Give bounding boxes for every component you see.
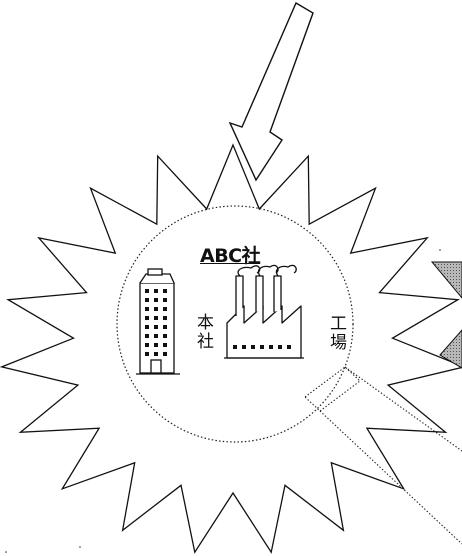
scan-dot	[439, 249, 441, 251]
building-window	[163, 316, 167, 320]
building-window	[145, 298, 149, 302]
factory-window	[269, 345, 273, 349]
building-window	[145, 316, 149, 320]
building-window	[163, 298, 167, 302]
zoom-callout	[304, 366, 462, 545]
building-window	[163, 325, 167, 329]
factory-window	[278, 345, 282, 349]
scan-dot	[79, 546, 81, 548]
building-window	[145, 325, 149, 329]
building-window	[163, 307, 167, 311]
building-window	[163, 289, 167, 293]
factory-window	[242, 345, 246, 349]
building-window	[145, 352, 149, 356]
factory-window	[251, 345, 255, 349]
building-window	[145, 307, 149, 311]
building-window	[163, 343, 167, 347]
building-window	[154, 289, 158, 293]
building-window	[154, 343, 158, 347]
company-name-label: ABC社	[200, 245, 261, 267]
incoming-arrow-icon	[228, 1, 314, 182]
factory-window	[260, 345, 264, 349]
building-window	[163, 352, 167, 356]
office-building-icon	[136, 268, 180, 375]
factory-window	[287, 345, 291, 349]
building-window	[154, 334, 158, 338]
building-window	[154, 298, 158, 302]
factory-window	[233, 345, 237, 349]
building-window	[145, 334, 149, 338]
building-window	[154, 352, 158, 356]
building-window	[154, 307, 158, 311]
factory-label: 工場	[326, 314, 346, 352]
company-boundary-circle	[116, 205, 354, 443]
scan-dot	[5, 551, 7, 553]
side-panel-shape	[430, 261, 462, 369]
building-window	[145, 343, 149, 347]
building-window	[145, 289, 149, 293]
headquarters-label: 本社	[193, 313, 213, 351]
building-window	[163, 334, 167, 338]
building-window	[154, 316, 158, 320]
factory-icon	[224, 264, 304, 359]
building-window	[154, 325, 158, 329]
